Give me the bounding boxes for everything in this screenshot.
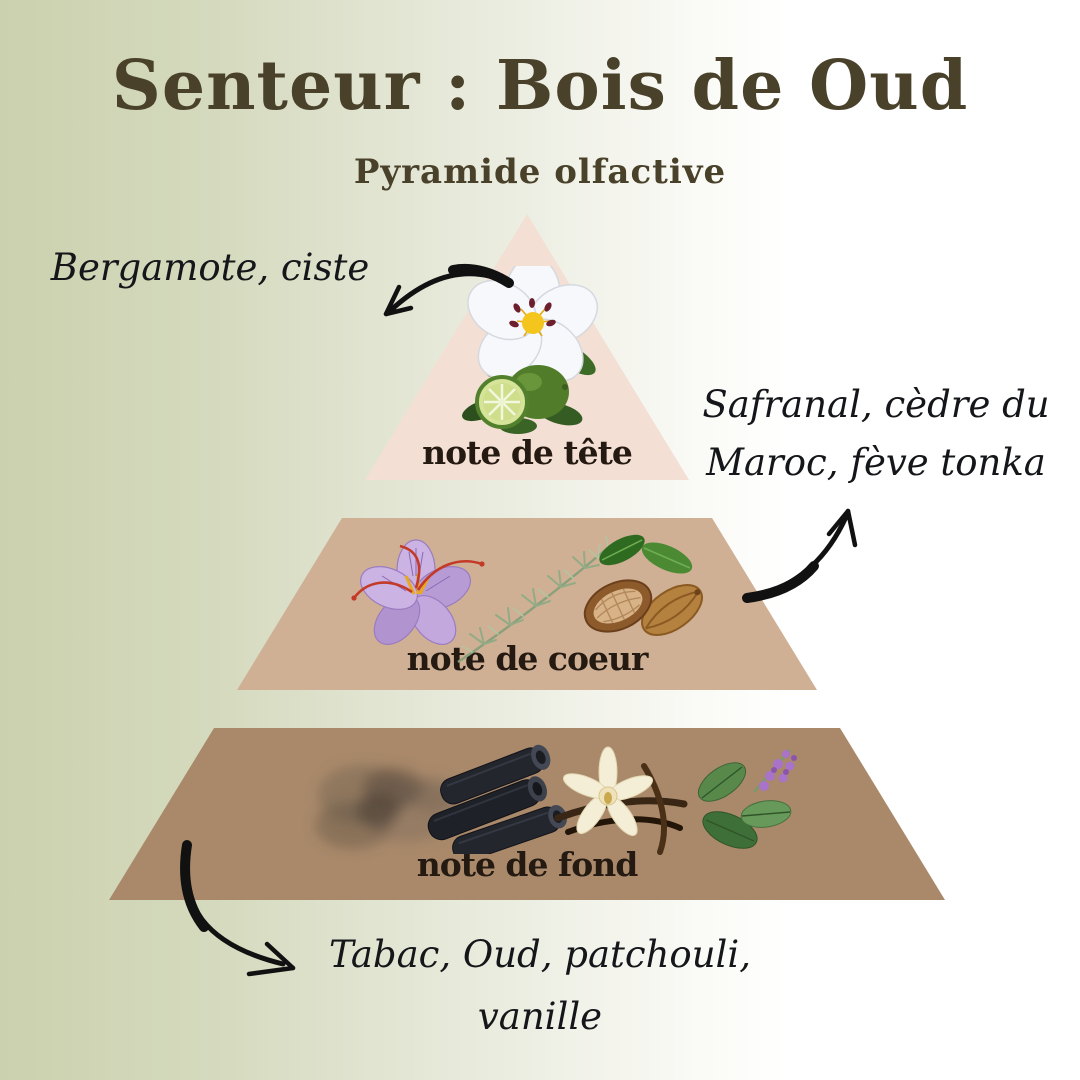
level-top-label: note de tête <box>422 433 633 472</box>
saffron-flower-icon <box>351 539 485 645</box>
pyramid-level-heart: note de coeur <box>237 518 817 690</box>
charcoal-icon <box>427 744 567 854</box>
patchouli-icon <box>697 749 797 849</box>
vanilla-icon <box>554 746 688 855</box>
annotation-base-note-line1: Tabac, Oud, patchouli, <box>329 933 751 976</box>
annotation-heart-note-line2: Maroc, fève tonka <box>706 441 1046 484</box>
annotation-heart-note-line1: Safranal, cèdre du <box>702 383 1050 426</box>
page-title: Senteur : Bois de Oud <box>111 46 969 126</box>
cacao-pods-icon <box>583 534 703 636</box>
page-subtitle: Pyramide olfactive <box>353 152 727 192</box>
annotation-top-note-text: Bergamote, ciste <box>50 246 370 289</box>
annotation-base-note-line2: vanille <box>477 995 603 1038</box>
annotation-top-note: Bergamote, ciste <box>50 246 370 289</box>
bergamot-lime-icon <box>462 365 583 434</box>
cedar-sprig-icon <box>457 535 611 663</box>
arrow-to-heart-note <box>742 508 858 603</box>
annotation-heart-note: Safranal, cèdre du Maroc, fève tonka <box>696 376 1056 492</box>
annotation-base-note: Tabac, Oud, patchouli, vanille <box>290 924 790 1048</box>
level-heart-label: note de coeur <box>406 639 649 678</box>
